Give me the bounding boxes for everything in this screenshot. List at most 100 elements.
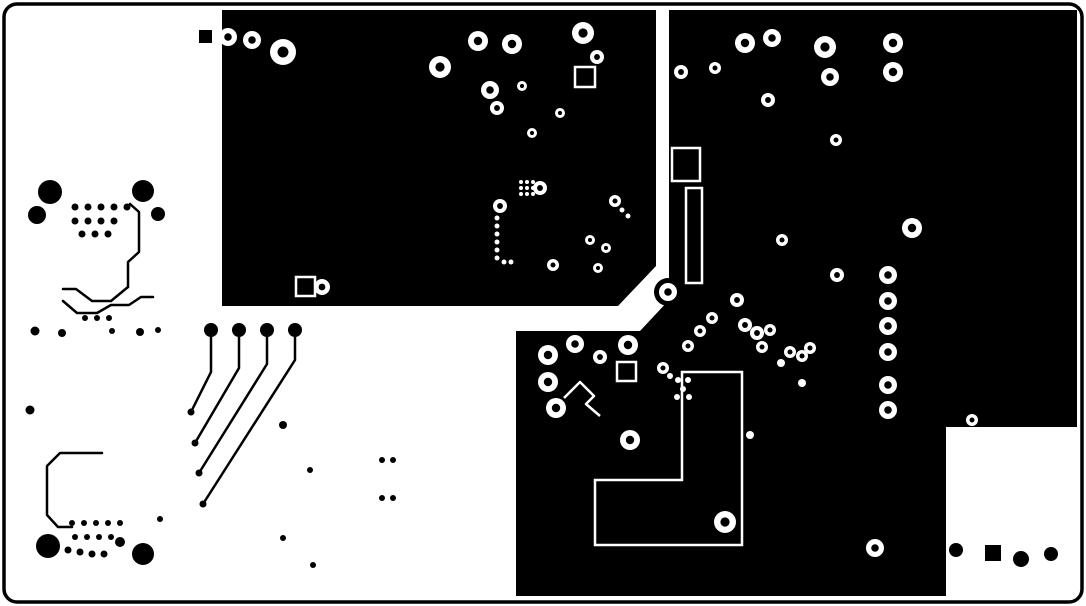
copper-trace	[201, 335, 297, 506]
via-hole	[473, 36, 483, 46]
thermal-via-dot	[525, 192, 529, 196]
via-dot	[123, 203, 131, 211]
via-hole	[543, 377, 553, 387]
via-dot	[105, 520, 111, 526]
via-dot	[100, 550, 108, 558]
thermal-via-dot	[685, 377, 691, 383]
via-dot	[96, 534, 102, 540]
via-hole	[537, 185, 543, 191]
via-hole	[664, 288, 672, 296]
via-hole	[486, 86, 494, 94]
through-hole-pad	[204, 323, 218, 337]
via-dot	[97, 203, 105, 211]
thermal-via-dot	[494, 239, 500, 245]
via-dot	[97, 217, 105, 225]
via-dot	[71, 217, 79, 225]
via-dot	[379, 457, 385, 463]
thermal-via-dot	[531, 186, 535, 190]
thermal-via-dot	[746, 431, 754, 439]
via-dot	[82, 315, 88, 321]
via-dot	[64, 546, 72, 554]
via-dot	[110, 217, 118, 225]
via-dot	[84, 203, 92, 211]
via-hole	[603, 245, 609, 251]
via-dot	[93, 520, 99, 526]
thermal-via-dot	[777, 359, 785, 367]
via-hole	[529, 130, 535, 136]
via-dot	[104, 230, 112, 238]
via-hole	[779, 237, 785, 243]
thermal-via-dot	[519, 180, 523, 184]
copper-trace	[126, 202, 141, 289]
via-hole	[884, 322, 892, 330]
via-hole	[595, 265, 601, 271]
top-copper-pour	[222, 10, 656, 306]
via-hole	[720, 517, 730, 527]
via-hole	[742, 322, 748, 328]
via-dot	[155, 327, 161, 333]
via-dot	[91, 230, 99, 238]
via-hole	[248, 36, 256, 44]
through-hole-pad	[260, 323, 274, 337]
thermal-via-dot	[519, 186, 523, 190]
via-hole	[884, 348, 892, 356]
thermal-via-dot	[525, 180, 529, 184]
via-hole	[787, 349, 793, 355]
via-hole	[884, 381, 892, 389]
thermal-via-dot	[494, 247, 500, 253]
via-dot	[94, 315, 100, 321]
via-hole	[767, 327, 773, 333]
square-pad	[199, 30, 212, 43]
via-dot	[84, 534, 90, 540]
via-hole	[551, 403, 561, 413]
copper-trace	[197, 335, 269, 475]
via-hole	[754, 330, 760, 336]
thermal-via-dot	[525, 186, 529, 190]
via-dot	[30, 326, 40, 336]
via-hole	[550, 262, 556, 268]
right-copper-pour	[516, 10, 1077, 596]
via-hole	[678, 69, 684, 75]
through-hole-pad	[1044, 547, 1058, 561]
via-hole	[740, 38, 750, 48]
thermal-via-dot	[619, 207, 625, 213]
via-dot	[280, 535, 286, 541]
via-dot	[72, 534, 78, 540]
via-hole	[519, 83, 525, 89]
thermal-via-dot	[494, 231, 500, 237]
thermal-via-dot	[494, 223, 500, 229]
via-dot	[115, 537, 125, 547]
via-hole	[685, 343, 691, 349]
via-hole	[765, 97, 771, 103]
thermal-via-dot	[519, 192, 523, 196]
via-hole	[587, 237, 593, 243]
via-hole	[612, 198, 618, 204]
via-hole	[494, 105, 500, 111]
via-dot	[69, 520, 75, 526]
through-hole-pad	[151, 207, 165, 221]
pad-clearance-outline	[593, 370, 744, 547]
pad-clearance-outline	[573, 65, 597, 89]
through-hole-pad	[232, 323, 246, 337]
through-hole-pad	[949, 543, 963, 557]
via-hole	[759, 344, 765, 350]
thermal-via-dot	[508, 259, 514, 265]
via-hole	[277, 46, 289, 58]
thermal-via-dot	[501, 259, 507, 265]
via-dot	[81, 520, 87, 526]
via-hole	[907, 223, 917, 233]
via-hole	[507, 39, 517, 49]
via-hole	[571, 340, 579, 348]
via-hole	[594, 54, 600, 60]
via-dot	[88, 550, 96, 558]
copper-trace	[61, 295, 155, 315]
via-hole	[625, 435, 635, 445]
copper-trace	[189, 335, 213, 414]
via-hole	[871, 544, 879, 552]
via-hole	[826, 73, 834, 81]
via-dot	[307, 467, 313, 473]
copper-trace	[61, 285, 130, 303]
via-hole	[543, 350, 553, 360]
